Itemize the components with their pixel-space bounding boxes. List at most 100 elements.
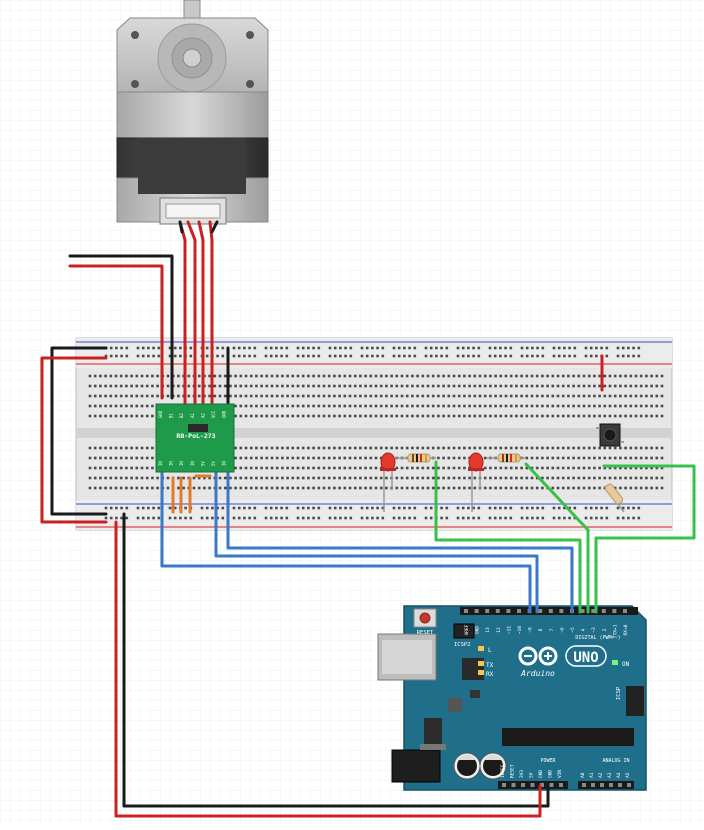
digital-pin-label: ~3 [591, 627, 597, 633]
digital-pin-label: 4 [581, 628, 587, 631]
resistor-3[interactable] [603, 483, 625, 513]
power-pin-label: 3V3 [519, 770, 525, 778]
signal-wire-1[interactable] [160, 466, 532, 614]
motor-wire-a2[interactable] [186, 220, 197, 410]
analog-pin-label: A5 [625, 772, 631, 778]
icsp2-label: ICSP2 [454, 642, 471, 648]
arduino-logo [518, 646, 558, 666]
digital-pin-label: 12 [496, 627, 502, 633]
driver-pin-label: 5V [211, 461, 216, 466]
digital-pin-label: ~11 [506, 626, 512, 634]
driver-pin-label: GND [158, 410, 163, 418]
power-pin-label: GND [538, 770, 544, 778]
digital-pin-label: AREF [464, 624, 470, 635]
led1-signal-wire[interactable] [434, 460, 582, 614]
resistor-1[interactable] [396, 453, 436, 463]
l-label: L [488, 647, 492, 654]
arduino-5v-wire[interactable] [114, 520, 542, 818]
digital-label: DIGITAL (PWM=~) [575, 635, 620, 641]
signal-wire-3[interactable] [226, 466, 574, 614]
analog-pin-label: A3 [607, 772, 613, 778]
arduino-gnd-wire[interactable] [122, 512, 550, 808]
led-2[interactable] [468, 452, 484, 512]
digital-pin-label: ~6 [559, 627, 565, 633]
arduino-uno-board[interactable]: RESET ICSP2 ICSP ON L TX RX UNO [377, 605, 647, 791]
dc-power-jack [391, 749, 441, 783]
stepper-motor[interactable] [116, 0, 269, 225]
power-pin-label: GND [548, 770, 554, 778]
analog-header [578, 781, 634, 789]
power-pin-label: 5V [529, 772, 535, 778]
icsp2-header [453, 623, 475, 639]
breadboard[interactable] [75, 337, 673, 531]
ext-power-black-wire[interactable] [68, 254, 174, 400]
power-pin-label: RESET [510, 764, 516, 778]
digital-pin-label: GND [475, 626, 481, 634]
rail-gnd-loop[interactable] [50, 346, 108, 516]
analog-pin-label: A2 [598, 772, 604, 778]
brand-label: Arduino [520, 669, 555, 678]
resistor-2[interactable] [486, 453, 526, 463]
led-1[interactable] [380, 452, 396, 512]
rx-label: RX [486, 671, 494, 678]
driver-pin-label: 5V [200, 461, 205, 466]
uno-badge [565, 645, 607, 667]
tx-led [478, 661, 484, 666]
icsp-label: ICSP [616, 686, 622, 700]
motor-wire-b1[interactable] [197, 220, 205, 410]
wires [40, 220, 696, 818]
signal-wire-2[interactable] [214, 466, 539, 614]
led2-signal-wire[interactable] [524, 462, 590, 614]
rx-led [478, 670, 484, 675]
breadboard-holes [88, 346, 664, 520]
ext-power-red-wire[interactable] [68, 264, 164, 400]
voltage-regulator [424, 718, 442, 744]
digital-pin-label: ~9 [528, 627, 534, 633]
digital-pin-label: 8 [538, 628, 544, 631]
rail-vcc-loop[interactable] [40, 356, 108, 524]
digital-pin-label: ~5 [570, 627, 576, 633]
driver-pin-label: IN [169, 461, 174, 466]
driver-pin-label: B2 [179, 413, 184, 418]
on-led [612, 660, 618, 665]
on-label: ON [622, 661, 630, 668]
driver-pin-label: IN [222, 461, 227, 466]
analog-pin-label: A1 [589, 772, 595, 778]
driver-pin-label: A1 [190, 413, 195, 418]
power-pin-label: IOREF [500, 764, 506, 778]
motor-wire-b2[interactable] [208, 220, 214, 410]
icsp-header [626, 686, 644, 716]
digital-pin-label: TX▸1 [612, 624, 618, 635]
model-label: UNO [573, 650, 598, 666]
tx-label: TX [486, 662, 494, 669]
breadboard-center-channel [76, 428, 672, 438]
reset-label: RESET [417, 630, 434, 636]
push-button[interactable] [596, 423, 624, 447]
analog-label: ANALOG IN [602, 758, 629, 764]
driver-pin-label: B1 [169, 413, 174, 418]
analog-pin-label: A0 [580, 772, 586, 778]
power-label: POWER [540, 758, 556, 764]
digital-pin-label: 2 [602, 628, 608, 631]
button-signal-wire[interactable] [594, 464, 696, 614]
digital-pin-label: ~10 [517, 626, 523, 634]
driver-pcb [155, 403, 235, 473]
power-pin-label: VIN [557, 770, 563, 778]
digital-pin-label: 7 [549, 628, 555, 631]
driver-pin-label: IN [190, 461, 195, 466]
atmega-chip [502, 728, 634, 746]
driver-pin-label: VCC [211, 410, 216, 418]
digital-pin-label: RX◂0 [623, 624, 629, 635]
driver-pin-label: A2 [200, 413, 205, 418]
l-led [478, 646, 484, 651]
analog-pin-label: A4 [616, 772, 622, 778]
driver-pin-label: IN [158, 461, 163, 466]
driver-label: RB-PoL-273 [176, 432, 215, 440]
